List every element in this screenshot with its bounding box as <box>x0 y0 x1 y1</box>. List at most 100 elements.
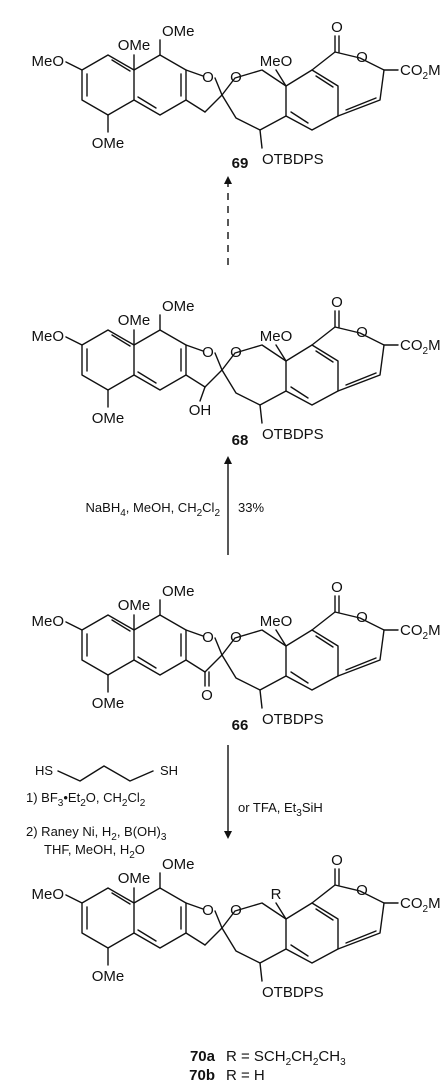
reaction-step-2: 2) Raney Ni, H2, B(OH)3 <box>26 824 167 843</box>
double-bond <box>315 908 334 921</box>
bond <box>65 336 83 346</box>
pyran-ring <box>221 69 287 131</box>
naphthalene-ring-right <box>133 614 187 676</box>
bond <box>185 659 206 673</box>
double-bond <box>290 111 309 124</box>
methoxy-label: OMe <box>118 597 151 614</box>
reaction-step-2-solvent: THF, MeOH, H2O <box>44 842 145 861</box>
carbonyl-oxygen: O <box>331 294 343 311</box>
lactone-ring <box>311 611 385 677</box>
double-bond <box>137 929 157 942</box>
ester-label: CO2Me <box>400 895 440 915</box>
naphthalene-ring-right <box>133 329 187 391</box>
double-bond <box>315 350 334 363</box>
compound-70a: OOOOOMeOMeMeOOMeRCO2MeOTBDPS <box>31 852 440 1001</box>
methoxy-label: MeO <box>31 328 64 345</box>
methoxy-label: OMe <box>92 695 125 712</box>
compound-69: OOOOOMeOMeMeOOMeMeOCO2MeOTBDPS <box>31 19 440 168</box>
lactone-ring <box>311 884 385 950</box>
methoxy-label: MeO <box>31 613 64 630</box>
double-bond <box>137 656 157 669</box>
double-bond <box>315 635 334 648</box>
double-bond <box>111 619 131 632</box>
ester-label: CO2Me <box>400 337 440 357</box>
bond <box>185 374 206 388</box>
bond <box>185 344 204 352</box>
bond <box>275 344 287 362</box>
bond <box>185 99 206 113</box>
compound-number-69: 69 <box>232 155 249 172</box>
bond <box>204 927 223 946</box>
structures-layer: OOOOOMeOMeMeOOMeMeOCO2MeOTBDPSOOOOOMeOMe… <box>31 19 440 1084</box>
pyran-oxygen: O <box>230 629 242 646</box>
double-bond <box>111 892 131 905</box>
bond <box>259 404 263 424</box>
reagent-sh-label: SH <box>160 763 178 778</box>
bond <box>185 629 204 637</box>
lactone-ring <box>311 326 385 392</box>
pyran-ring <box>221 902 287 964</box>
bond <box>214 352 223 371</box>
naphthalene-ring-left <box>81 54 135 116</box>
bond <box>204 654 223 673</box>
naphthalene-ring-left <box>81 614 135 676</box>
bond <box>185 902 204 910</box>
reaction-step-1: 1) BF3•Et2O, CH2Cl2 <box>26 790 146 809</box>
methoxy-label: MeO <box>31 53 64 70</box>
methoxy-label: MeO <box>260 328 293 345</box>
lactone-oxygen: O <box>356 609 368 626</box>
reaction-conditions: NaBH4, MeOH, CH2Cl2 <box>86 500 221 519</box>
benzo-ring <box>285 629 339 691</box>
pyran-ring <box>221 344 287 406</box>
furan-oxygen: O <box>202 902 214 919</box>
pyran-oxygen: O <box>230 69 242 86</box>
pyran-oxygen: O <box>230 344 242 361</box>
silyl-ether-label: OTBDPS <box>262 984 324 1001</box>
double-bond <box>290 944 309 957</box>
naphthalene-ring-left <box>81 329 135 391</box>
double-bond <box>290 386 309 399</box>
compound-number-66: 66 <box>232 717 249 734</box>
compound-66: OOOOOMeOMeMeOOMeMeOCO2MeOTBDPSO <box>31 579 440 728</box>
silyl-ether-label: OTBDPS <box>262 711 324 728</box>
ketone-oxygen: O <box>201 687 213 704</box>
pyran-oxygen: O <box>230 902 242 919</box>
methoxy-label: MeO <box>260 53 293 70</box>
bond <box>259 689 263 709</box>
carbonyl-oxygen: O <box>331 852 343 869</box>
bond <box>214 910 223 929</box>
r-definition-70a: R = SCH2CH2CH3 <box>226 1048 346 1068</box>
benzo-ring <box>285 902 339 964</box>
bond <box>65 621 83 631</box>
methoxy-label: OMe <box>118 870 151 887</box>
furan-oxygen: O <box>202 344 214 361</box>
double-bond <box>345 930 377 944</box>
alternative-conditions: or TFA, Et3SiH <box>238 800 323 819</box>
methoxy-label: OMe <box>162 23 195 40</box>
naphthalene-ring-right <box>133 887 187 949</box>
methoxy-label: OMe <box>118 37 151 54</box>
lactone-ring <box>311 51 385 117</box>
double-bond <box>345 97 377 111</box>
propanedithiol-chain <box>57 765 154 782</box>
compound-number-68: 68 <box>232 432 249 449</box>
silyl-ether-label: OTBDPS <box>262 426 324 443</box>
benzo-ring <box>285 69 339 131</box>
silyl-ether-label: OTBDPS <box>262 151 324 168</box>
methoxy-label: MeO <box>31 886 64 903</box>
methoxy-label: OMe <box>162 298 195 315</box>
compound-68: OOOOOMeOMeMeOOMeMeOCO2MeOHOTBDPS <box>31 294 440 443</box>
carbonyl-oxygen: O <box>331 19 343 36</box>
double-bond <box>290 671 309 684</box>
double-bond <box>111 59 131 72</box>
bond <box>214 637 223 656</box>
carbonyl-oxygen: O <box>331 579 343 596</box>
double-bond <box>345 657 377 671</box>
furan-oxygen: O <box>202 629 214 646</box>
double-bond <box>315 75 334 88</box>
benzo-ring <box>285 344 339 406</box>
furan-oxygen: O <box>202 69 214 86</box>
bond <box>185 932 206 946</box>
r-definition-70b: R = H <box>226 1067 265 1084</box>
